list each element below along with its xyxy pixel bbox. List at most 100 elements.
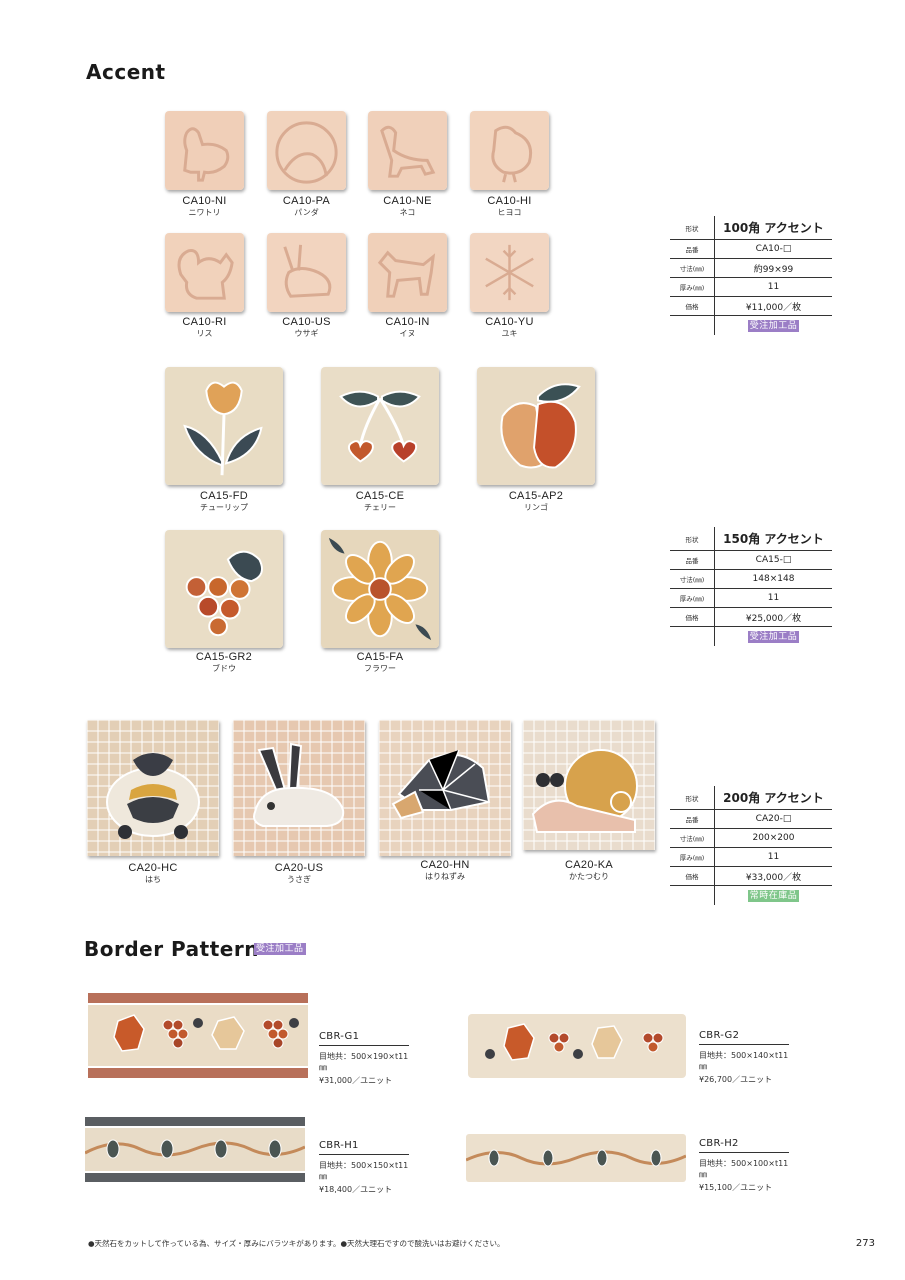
tile-code: CA10-RI: [182, 316, 227, 328]
tile-name: ブドウ: [212, 663, 236, 673]
border-code: CBR-G1: [319, 1031, 409, 1046]
spec-size: 148×148: [714, 570, 832, 588]
border-size: 目地共：500×150×t11㎜: [319, 1161, 409, 1181]
border-price: ¥15,100／ユニット: [699, 1183, 773, 1192]
tile-ca10-ni: [165, 111, 244, 190]
spec-thickness: 11: [714, 848, 832, 866]
tile-ca20-hn: [379, 720, 511, 856]
tile-ca10-yu: [470, 233, 549, 312]
spec-label: 寸法(㎜): [679, 265, 705, 273]
spec-shape: 200角 アクセント: [714, 786, 832, 809]
tile-name: ユキ: [501, 328, 518, 338]
spec-shape: 100角 アクセント: [714, 216, 832, 239]
border-cbr-h2: [466, 1134, 686, 1182]
spec-label: 形状: [685, 535, 699, 544]
border-size: 目地共：500×140×t11㎜: [699, 1051, 789, 1071]
spec-label: 品番: [685, 816, 699, 824]
border-cbr-g1: [88, 993, 308, 1078]
tile-name: ネコ: [399, 207, 416, 217]
tile-name: ヒヨコ: [497, 207, 522, 217]
border-price: ¥26,700／ユニット: [699, 1075, 773, 1084]
border-code: CBR-H2: [699, 1138, 789, 1153]
tile-code: CA10-NE: [383, 195, 432, 207]
spec-label: 価格: [685, 873, 699, 881]
spec-label: 品番: [685, 246, 699, 254]
spec-thickness: 11: [714, 589, 832, 607]
tile-code: CA10-PA: [282, 195, 331, 207]
spec-label: 寸法(㎜): [679, 835, 705, 843]
tile-name: ニワトリ: [188, 207, 221, 217]
footnote: ●天然石をカットして作っている為、サイズ・厚みにバラツキがあります。●天然大理石…: [88, 1239, 505, 1248]
spec-shape: 150角 アクセント: [714, 527, 832, 550]
border-info-cbr-h1: CBR-H1 目地共：500×150×t11㎜ ¥18,400／ユニット: [319, 1140, 409, 1195]
tile-name: リンゴ: [524, 502, 548, 512]
tile-name: はりねずみ: [425, 871, 465, 881]
spec-part: CA10-□: [714, 240, 832, 258]
tile-code: CA10-US: [282, 316, 331, 328]
tile-ca10-ne: [368, 111, 447, 190]
tile-name: チューリップ: [200, 502, 248, 512]
tile-ca15-ce: [321, 367, 439, 485]
tile-code: CA15-AP2: [508, 490, 564, 502]
tile-code: CA15-FD: [200, 490, 248, 502]
tile-code: CA15-FA: [356, 651, 404, 663]
tile-code: CA20-HC: [128, 862, 178, 874]
accent-title: Accent: [86, 60, 166, 84]
border-size: 目地共：500×100×t11㎜: [699, 1159, 789, 1179]
tile-code: CA20-HN: [420, 859, 470, 871]
spec-label: 形状: [685, 224, 699, 233]
tile-ca15-gr2: [165, 530, 283, 648]
tile-ca10-ri: [165, 233, 244, 312]
tile-name: フラワー: [364, 663, 396, 673]
border-code: CBR-H1: [319, 1140, 409, 1155]
border-order-badge: 受注加工品: [254, 943, 306, 955]
spec-part: CA15-□: [714, 551, 832, 569]
spec-price: ¥25,000／枚: [714, 608, 832, 626]
tile-name: イヌ: [399, 328, 416, 338]
spec-label: 厚み(㎜): [679, 595, 705, 603]
border-cbr-h1: [85, 1117, 305, 1182]
border-title: Border Pattern: [84, 937, 259, 961]
tile-ca10-us: [267, 233, 346, 312]
tile-name: うさぎ: [287, 874, 311, 884]
tile-name: パンダ: [294, 207, 319, 217]
tile-name: ウサギ: [294, 328, 319, 338]
tile-ca15-fa: [321, 530, 439, 648]
border-price: ¥31,000／ユニット: [319, 1076, 393, 1085]
tile-ca20-ka: [523, 720, 655, 850]
tile-ca15-ap2: [477, 367, 595, 485]
tile-ca10-in: [368, 233, 447, 312]
spec-label: 価格: [685, 303, 699, 311]
tile-ca20-hc: [87, 720, 219, 856]
tile-name: リス: [196, 328, 213, 338]
spec-label: 価格: [685, 614, 699, 622]
tile-ca15-fd: [165, 367, 283, 485]
spec-thickness: 11: [714, 278, 832, 296]
tile-code: CA15-CE: [355, 490, 405, 502]
spec-part: CA20-□: [714, 810, 832, 828]
tile-code: CA10-NI: [182, 195, 227, 207]
tile-code: CA20-US: [274, 862, 324, 874]
spec-label: 品番: [685, 557, 699, 565]
border-info-cbr-g1: CBR-G1 目地共：500×190×t11㎜ ¥31,000／ユニット: [319, 1031, 409, 1086]
tile-code: CA20-KA: [565, 859, 613, 871]
